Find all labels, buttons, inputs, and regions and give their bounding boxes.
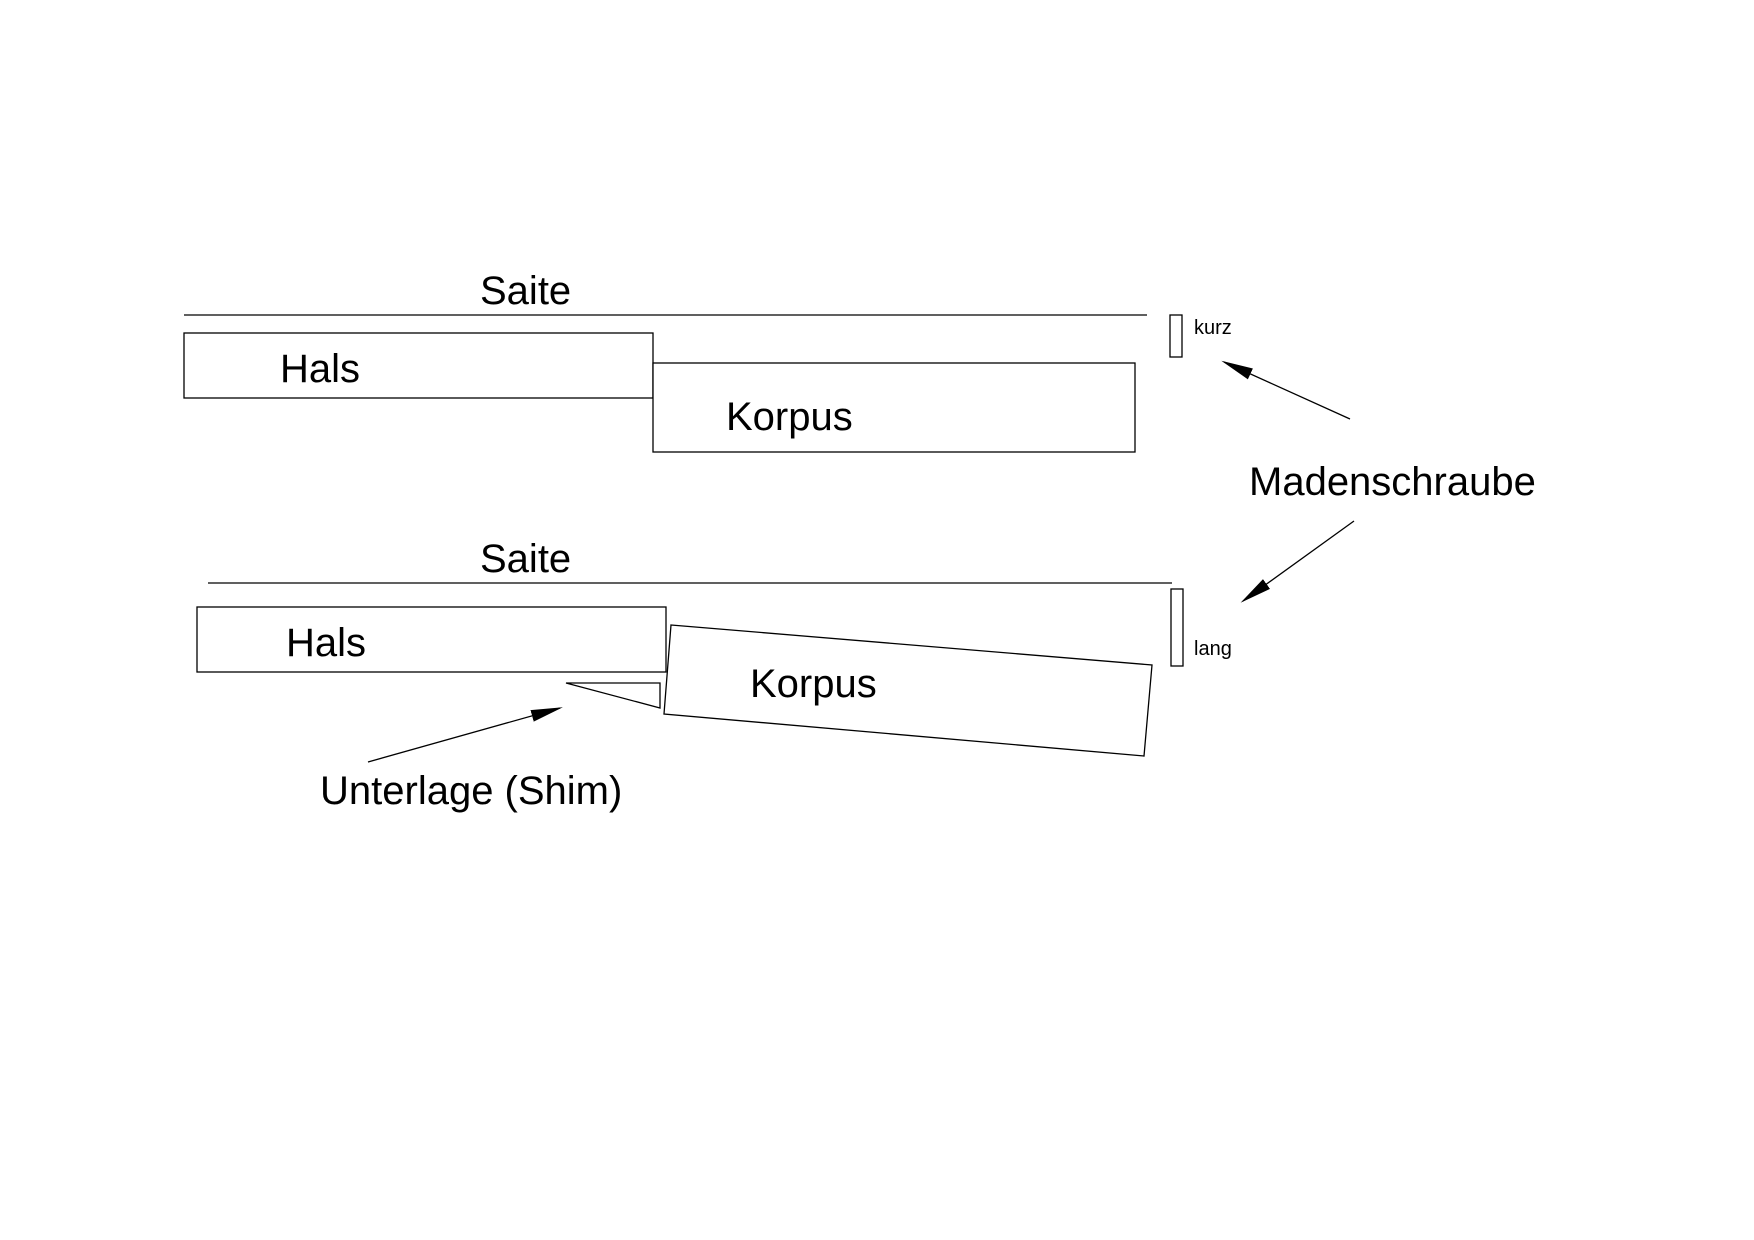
bottom-body-tilted (663, 624, 1153, 757)
bottom-neck-label: Hals (286, 621, 366, 665)
bottom-set-screw (1170, 588, 1184, 667)
top-view: Saite Hals Korpus kurz (183, 269, 1232, 453)
shim-wedge (565, 682, 661, 709)
shim-label: Unterlage (Shim) (320, 769, 622, 813)
bottom-view: Saite Hals Korpus lang Unterlage (Shim) (196, 537, 1232, 813)
top-screw-size-label: kurz (1194, 317, 1232, 339)
set-screw-arrow-up (1221, 360, 1351, 420)
top-neck-label: Hals (280, 347, 360, 391)
set-screw-arrow-down (1240, 520, 1355, 603)
top-set-screw (1169, 314, 1183, 358)
top-string-label: Saite (480, 269, 571, 313)
set-screw-callout: Madenschraube (1221, 360, 1536, 603)
set-screw-label: Madenschraube (1249, 460, 1536, 504)
bottom-string-label: Saite (480, 537, 571, 581)
bottom-screw-size-label: lang (1194, 638, 1232, 660)
top-body-box (652, 362, 1136, 453)
bottom-neck-box (196, 606, 667, 673)
shim-arrow (367, 707, 563, 763)
bottom-body-label: Korpus (750, 662, 877, 706)
top-neck-box (183, 332, 654, 399)
top-body-label: Korpus (726, 395, 853, 439)
